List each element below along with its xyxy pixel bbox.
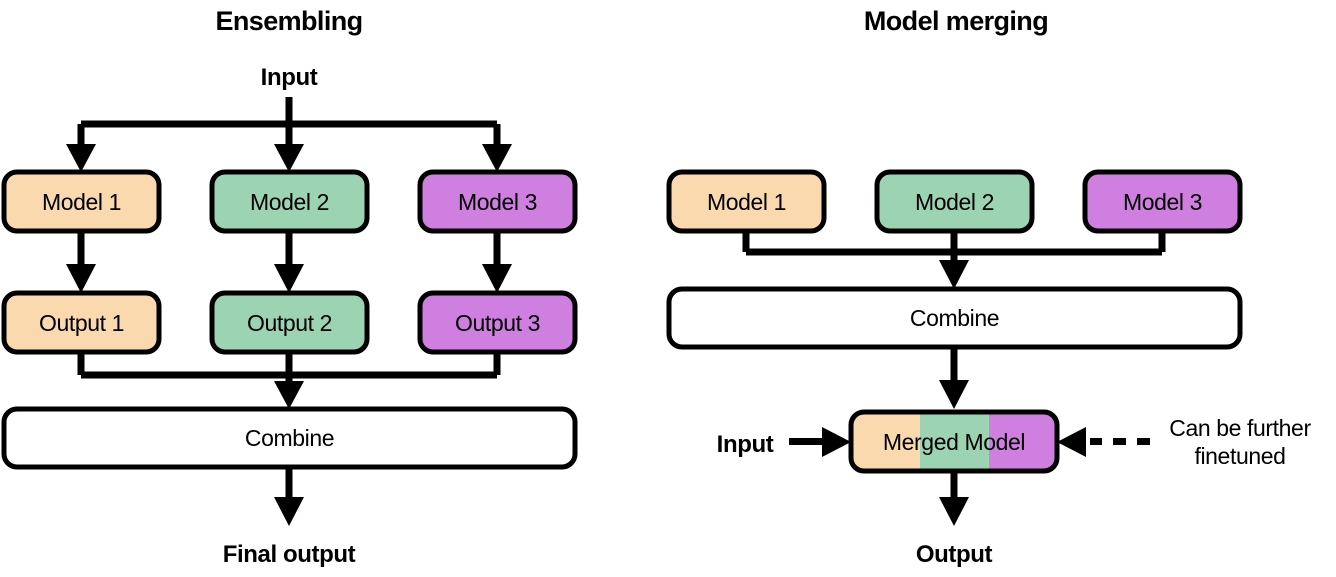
- right-finetune-annotation-line-1: Can be further: [1169, 415, 1311, 441]
- left-input-label: Input: [261, 64, 318, 91]
- left-output-box-1[interactable]: Output 1: [1, 290, 162, 355]
- left-model-to-output-arrowhead-3: [482, 264, 512, 293]
- left-fanout-arrowhead-3: [482, 144, 512, 172]
- right-fanin-arrowhead: [939, 260, 969, 289]
- right-output-arrowhead: [939, 497, 969, 526]
- left-model-to-output-arrowhead-2: [274, 264, 304, 293]
- left-final-output-arrowhead: [274, 497, 304, 526]
- right-panel-title: Model merging: [864, 6, 1048, 36]
- left-final-output-label: Final output: [223, 541, 356, 568]
- left-output-box-2-label: Output 2: [247, 310, 332, 336]
- right-combine-box[interactable]: Combine: [666, 286, 1243, 350]
- right-combine-to-merged-arrowhead: [939, 380, 969, 409]
- right-merged-model-box[interactable]: Merged Model: [848, 409, 1060, 474]
- left-combine-box-label: Combine: [245, 425, 334, 451]
- left-output-box-1-label: Output 1: [39, 310, 124, 336]
- left-model-box-1-label: Model 1: [42, 189, 121, 215]
- left-output-box-2[interactable]: Output 2: [209, 290, 370, 355]
- left-output-box-3-label: Output 3: [455, 310, 540, 336]
- right-finetune-annotation-line-2: finetuned: [1194, 443, 1285, 469]
- right-output-label: Output: [916, 541, 993, 568]
- right-model-box-1[interactable]: Model 1: [666, 169, 827, 234]
- right-combine-box-label: Combine: [910, 305, 999, 331]
- right-merged-model-band-purple: [989, 412, 1057, 471]
- left-model-box-1[interactable]: Model 1: [1, 169, 162, 234]
- left-panel-ensembling: Ensembling Input Model 1 Model 2 Model 3: [1, 6, 578, 568]
- left-fanout-arrowhead-1: [66, 144, 96, 172]
- left-model-box-2-label: Model 2: [250, 189, 329, 215]
- left-model-to-output-arrowhead-1: [66, 264, 96, 293]
- right-model-box-3[interactable]: Model 3: [1082, 169, 1243, 234]
- right-model-box-2-label: Model 2: [915, 189, 994, 215]
- left-output-box-3[interactable]: Output 3: [417, 290, 578, 355]
- right-merged-model-band-green: [920, 412, 989, 471]
- right-panel-model-merging: Model merging Model 1 Model 2 Model 3 Co…: [666, 6, 1312, 568]
- left-combine-box[interactable]: Combine: [1, 406, 578, 470]
- right-input-arrowhead: [822, 427, 851, 457]
- left-panel-title: Ensembling: [215, 6, 362, 36]
- left-model-box-3[interactable]: Model 3: [417, 169, 578, 234]
- right-model-box-3-label: Model 3: [1123, 189, 1202, 215]
- right-finetune-arrowhead: [1057, 427, 1086, 457]
- right-input-label: Input: [717, 431, 774, 458]
- right-merged-model-band-orange: [851, 412, 920, 471]
- left-fanin-arrowhead: [274, 381, 304, 409]
- left-model-box-3-label: Model 3: [458, 189, 537, 215]
- right-merged-model-label: Merged Model: [883, 429, 1025, 455]
- left-model-box-2[interactable]: Model 2: [209, 169, 370, 234]
- right-model-box-1-label: Model 1: [707, 189, 786, 215]
- right-model-box-2[interactable]: Model 2: [874, 169, 1035, 234]
- right-merged-model-bands: [851, 412, 1057, 471]
- left-fanout-arrowhead-2: [274, 144, 304, 172]
